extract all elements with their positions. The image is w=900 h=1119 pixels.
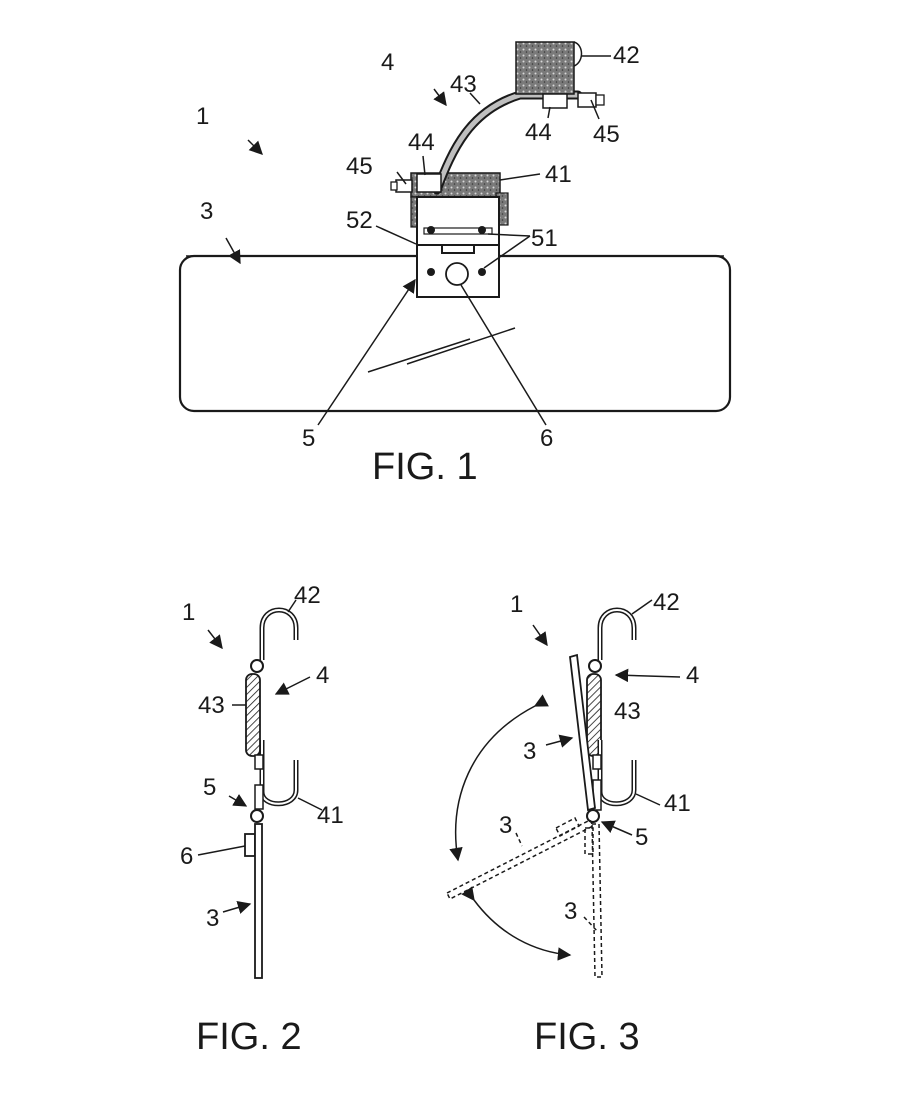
- fig1-label-holder: 4: [381, 49, 394, 76]
- fig3-rotation-arc-lower: [461, 886, 572, 961]
- fig2-label-rod: 43: [198, 692, 225, 719]
- fig2-label-visor: 3: [206, 905, 219, 932]
- fig1-hinge-bracket: [416, 196, 500, 298]
- fig3-visor-down: [591, 823, 603, 978]
- fig1: 1 3 4 43 42 44 45 44 45 41 52 51 5 6 FIG…: [178, 41, 732, 488]
- fig1-caption: FIG. 1: [372, 446, 478, 488]
- fig2-lower-hook: [259, 740, 299, 807]
- fig2-label-lower-hook: 41: [317, 802, 344, 829]
- fig3-rotation-arc-upper: [449, 694, 549, 862]
- fig3-visor-angled: [445, 818, 595, 901]
- fig1-label-cap-left: 45: [346, 153, 373, 180]
- fig1-screw: [427, 226, 435, 234]
- fig1-label-knob: 6: [540, 425, 553, 452]
- fig2-rod: [245, 673, 261, 757]
- fig2-knob: [244, 833, 256, 857]
- fig2: 1 42 4 43 5 41 6 3 FIG. 2: [180, 582, 344, 1058]
- fig3-label-lower-hook: 41: [664, 790, 691, 817]
- fig3-label-hinge: 5: [635, 824, 648, 851]
- fig3-visor-raised: [569, 653, 596, 812]
- fig1-label-visor: 3: [200, 198, 213, 225]
- fig2-label-knob: 6: [180, 843, 193, 870]
- fig1-cap-left: [390, 179, 413, 193]
- fig1-label-cap-right: 45: [593, 121, 620, 148]
- fig1-label-hinge: 5: [302, 425, 315, 452]
- fig3: 1 42 4 43 3 41 3 5 3 FIG. 3: [445, 589, 699, 1058]
- fig1-knob: [445, 262, 469, 286]
- fig1-leaders: [225, 55, 611, 426]
- fig3-label-upper-hook: 42: [653, 589, 680, 616]
- fig2-label-hinge: 5: [203, 774, 216, 801]
- fig1-label-screws: 51: [531, 225, 558, 252]
- fig2-caption: FIG. 2: [196, 1016, 302, 1058]
- fig2-visor: [254, 823, 263, 979]
- fig3-label-holder: 4: [686, 662, 699, 689]
- fig3-upper-hook: [597, 607, 637, 660]
- fig1-label-lower-hook: 41: [545, 161, 572, 188]
- fig2-leaders: [197, 599, 323, 914]
- fig1-screw: [478, 226, 486, 234]
- fig1-cap-right: [577, 92, 605, 108]
- fig1-label-device: 1: [196, 103, 209, 130]
- fig2-label-device: 1: [182, 599, 195, 626]
- fig1-screw: [478, 268, 486, 276]
- fig3-caption: FIG. 3: [534, 1016, 640, 1058]
- fig1-sleeve-left: [416, 173, 442, 193]
- fig1-sleeve-right: [542, 93, 568, 109]
- fig1-label-sleeve-left: 44: [408, 129, 435, 156]
- fig3-hinge: [586, 809, 600, 823]
- fig1-label-sleeve-right: 44: [525, 119, 552, 146]
- fig2-hinge: [250, 809, 264, 823]
- fig2-label-holder: 4: [316, 662, 329, 689]
- fig3-leaders: [515, 599, 681, 933]
- fig3-label-device: 1: [510, 591, 523, 618]
- fig2-upper-hook: [259, 607, 299, 660]
- fig1-label-rod: 43: [450, 71, 477, 98]
- fig1-label-hinge-plate: 52: [346, 207, 373, 234]
- fig3-label-visor-down: 3: [564, 898, 577, 925]
- fig1-upper-hook: [515, 41, 583, 95]
- fig2-label-upper-hook: 42: [294, 582, 321, 609]
- fig1-screw: [427, 268, 435, 276]
- fig3-label-visor-raised: 3: [523, 738, 536, 765]
- fig1-label-upper-hook: 42: [613, 42, 640, 69]
- fig3-label-rod: 43: [614, 698, 641, 725]
- fig3-label-visor-angled: 3: [499, 812, 512, 839]
- fig3-lower-hook: [597, 740, 637, 807]
